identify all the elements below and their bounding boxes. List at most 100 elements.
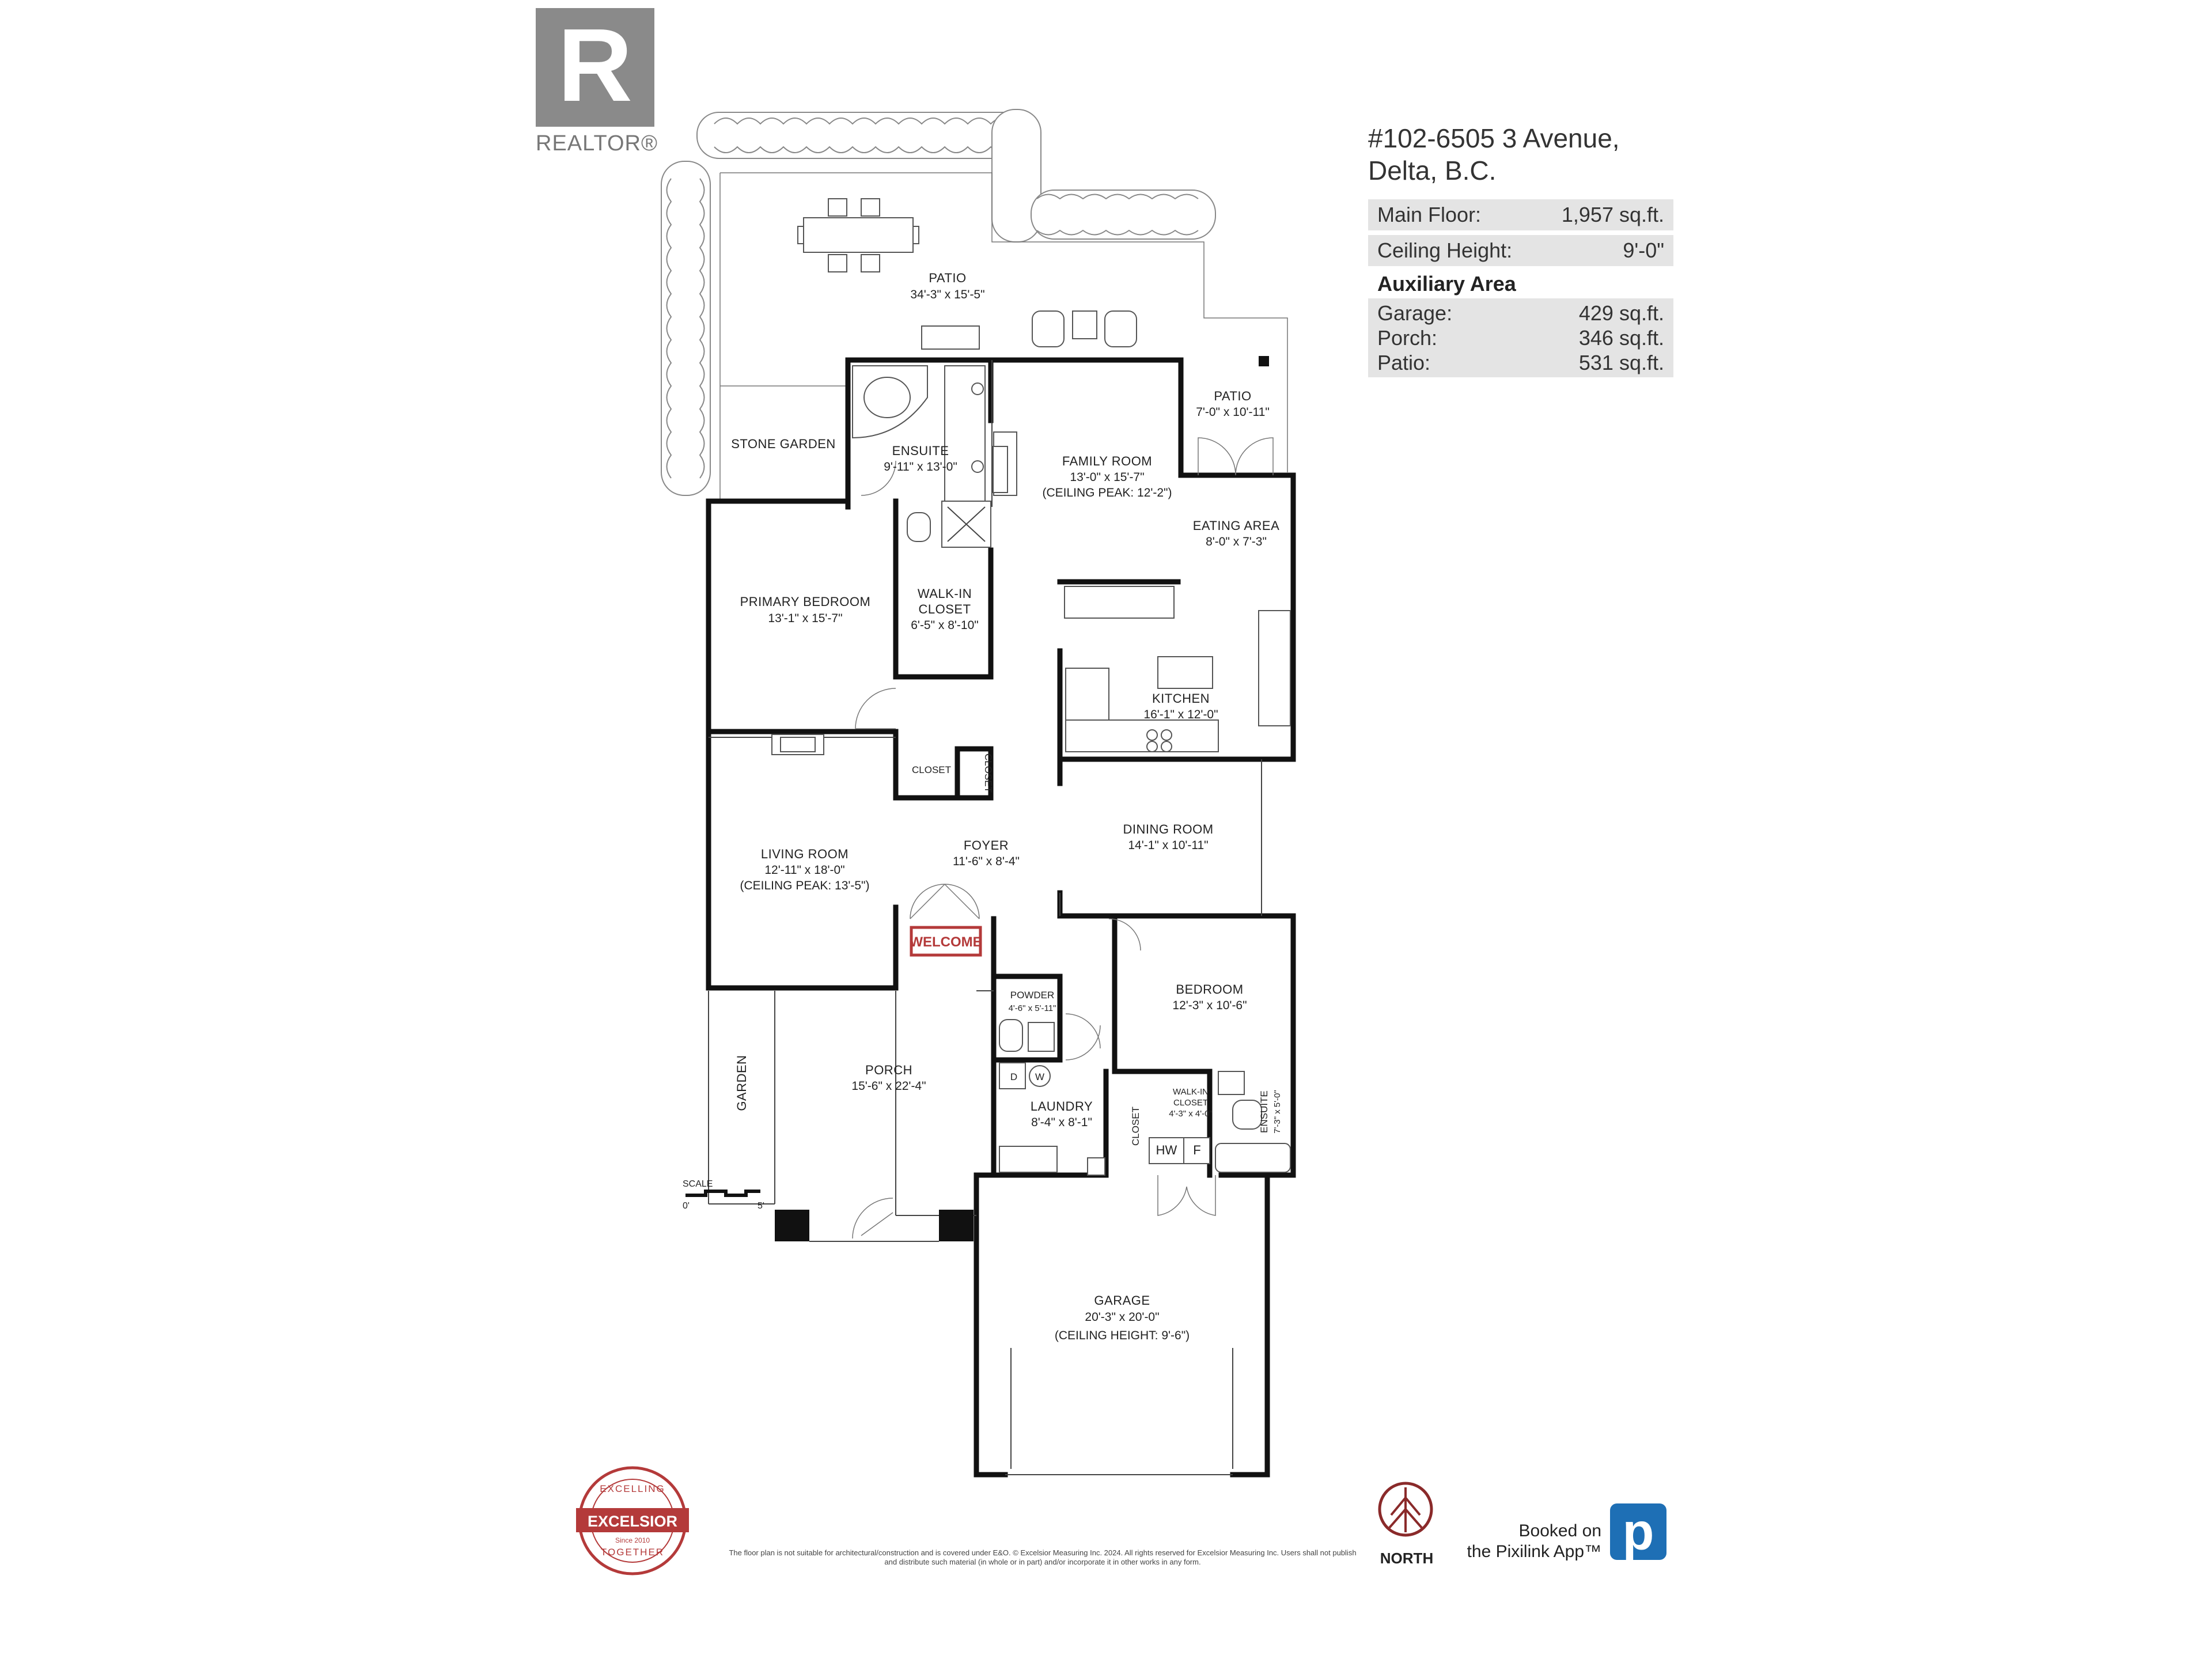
garage-note: (CEILING HEIGHT: 9'-6") [1055, 1329, 1190, 1342]
hot-water-label: HW [1156, 1143, 1177, 1157]
living-room-note: (CEILING PEAK: 13'-5") [740, 879, 869, 892]
foyer-name: FOYER [964, 838, 1009, 853]
welcome-mat: WELCOME [910, 926, 982, 957]
realtor-wordmark: REALTOR® [536, 131, 658, 156]
scale-label: SCALE [683, 1179, 713, 1189]
powder-name: POWDER [1010, 990, 1055, 1001]
porch-post-left [775, 1210, 809, 1241]
primary-bedroom-name: PRIMARY BEDROOM [740, 594, 871, 609]
porch-area-value: 346 sq.ft. [1578, 325, 1664, 350]
foyer-dim: 11'-6" x 8'-4" [953, 855, 1020, 868]
hedge-top [696, 112, 1037, 159]
porch-dim: 15'-6" x 22'-4" [851, 1080, 926, 1093]
porch-area-label: Porch: [1377, 325, 1438, 350]
garage-area-label: Garage: [1377, 301, 1453, 325]
primary-bedroom-dim: 13'-1" x 15'-7" [768, 612, 842, 625]
stone-garden-name: STONE GARDEN [731, 437, 836, 451]
patio-area-value: 531 sq.ft. [1578, 350, 1664, 374]
patio-post [1259, 356, 1269, 366]
door-swings [852, 437, 1274, 1239]
garage-dim: 20'-3" x 20'-0" [1085, 1310, 1159, 1324]
ceiling-height-row: Ceiling Height: 9'-0" [1368, 235, 1673, 266]
closet-a-name: CLOSET [912, 764, 951, 775]
auxiliary-row-garage: Garage: 429 sq.ft. [1368, 301, 1673, 325]
patio-lounge-chairs [921, 310, 1137, 350]
auxiliary-area-title: Auxiliary Area [1377, 272, 1516, 296]
booked-on-pixilink[interactable]: Booked on the Pixilink App™ [1452, 1521, 1601, 1562]
address-line-2: Delta, B.C. [1368, 156, 1497, 185]
patio-small-dim: 7'-0" x 10'-11" [1196, 406, 1270, 419]
garage-name: GARAGE [1094, 1293, 1150, 1308]
badge-top: EXCELLING [600, 1483, 665, 1494]
auxiliary-area-list: Garage: 429 sq.ft. Porch: 346 sq.ft. Pat… [1368, 298, 1673, 377]
living-room-name: LIVING ROOM [761, 847, 849, 861]
powder-laundry-fixtures [999, 1019, 1105, 1176]
realtor-logo-letter: R [558, 7, 632, 123]
walk-in-closet-name-2: CLOSET [918, 602, 971, 616]
ensuite2-name: ENSUITE [1259, 1090, 1270, 1133]
scale-bar: SCALE 0' 5' [683, 1179, 764, 1211]
realtor-logo[interactable]: R [536, 8, 654, 127]
room-labels: PATIO 34'-3" x 15'-5" PATIO 7'-0" x 10'-… [731, 271, 1282, 1342]
north-arrow-icon [1378, 1482, 1433, 1537]
walk-in-closet-name-1: WALK-IN [918, 586, 972, 601]
family-room-fireplace [993, 446, 1008, 493]
pixilink-logo-icon[interactable]: p [1610, 1503, 1666, 1561]
main-floor-value: 1,957 sq.ft. [1561, 203, 1664, 226]
bedroom-name: BEDROOM [1176, 982, 1243, 997]
garage-area-value: 429 sq.ft. [1578, 301, 1664, 325]
patio-outline [719, 172, 1288, 501]
welcome-text: WELCOME [910, 934, 982, 950]
scale-start: 0' [683, 1201, 690, 1211]
north-label: NORTH [1380, 1550, 1434, 1567]
badge-main: EXCELSIOR [588, 1513, 677, 1530]
scale-end: 5' [757, 1201, 764, 1211]
porch-name: PORCH [865, 1063, 912, 1077]
auxiliary-row-patio: Patio: 531 sq.ft. [1368, 350, 1673, 375]
family-room-name: FAMILY ROOM [1062, 454, 1152, 468]
disclaimer-text: The floor plan is not suitable for archi… [729, 1548, 1357, 1566]
walk-in-closet2-name-1: WALK-IN [1173, 1087, 1209, 1097]
booked-line-1: Booked on [1518, 1521, 1601, 1540]
powder-dim: 4'-6" x 5'-11" [1009, 1003, 1056, 1013]
family-room-note: (CEILING PEAK: 12'-2") [1042, 486, 1172, 499]
porch-post-right [939, 1210, 974, 1241]
ceiling-height-label: Ceiling Height: [1377, 238, 1513, 262]
walk-in-closet2-dim: 4'-3" x 4'-0" [1169, 1109, 1213, 1119]
ensuite-dim: 9'-11" x 13'-0" [884, 460, 957, 474]
badge-since: Since 2010 [615, 1536, 650, 1544]
kitchen-dim: 16'-1" x 12'-0" [1143, 708, 1218, 721]
garden-name: GARDEN [734, 1055, 749, 1111]
property-info-panel: #102-6505 3 Avenue, Delta, B.C. Main Flo… [1368, 122, 1673, 377]
ensuite-name: ENSUITE [892, 444, 949, 458]
ensuite2-dim: 7'-3" x 5'-0" [1272, 1090, 1282, 1134]
patio-main-name: PATIO [929, 271, 966, 285]
eating-area-name: EATING AREA [1193, 518, 1280, 533]
patio-dining-table [797, 198, 919, 272]
dining-room-name: DINING ROOM [1123, 822, 1213, 836]
ensuite2-fixtures [1149, 1071, 1291, 1173]
auxiliary-row-porch: Porch: 346 sq.ft. [1368, 325, 1673, 350]
fireplace [771, 734, 824, 755]
patio-area-label: Patio: [1377, 350, 1431, 374]
excelsior-badge[interactable]: EXCELSIOR EXCELLING TOGETHER Since 2010 [576, 1466, 689, 1575]
patio-main-dim: 34'-3" x 15'-5" [910, 288, 984, 301]
badge-bottom: TOGETHER [601, 1547, 664, 1558]
address-line-1: #102-6505 3 Avenue, [1368, 123, 1620, 153]
hedge-right [991, 109, 1216, 243]
patio-small-name: PATIO [1214, 389, 1251, 403]
main-floor-row: Main Floor: 1,957 sq.ft. [1368, 199, 1673, 230]
laundry-name: LAUNDRY [1031, 1099, 1093, 1113]
dryer-label: D [1010, 1071, 1017, 1082]
eating-area-dim: 8'-0" x 7'-3" [1206, 535, 1267, 548]
booked-line-2: the Pixilink App™ [1467, 1542, 1601, 1561]
family-room-dim: 13'-0" x 15'-7" [1070, 471, 1144, 484]
washer-label: W [1035, 1071, 1044, 1082]
bedroom-dim: 12'-3" x 10'-6" [1172, 999, 1247, 1012]
kitchen-name: KITCHEN [1152, 691, 1210, 706]
hedge-left [661, 161, 711, 496]
kitchen-counters [1064, 586, 1291, 752]
furnace-label: F [1193, 1143, 1200, 1157]
